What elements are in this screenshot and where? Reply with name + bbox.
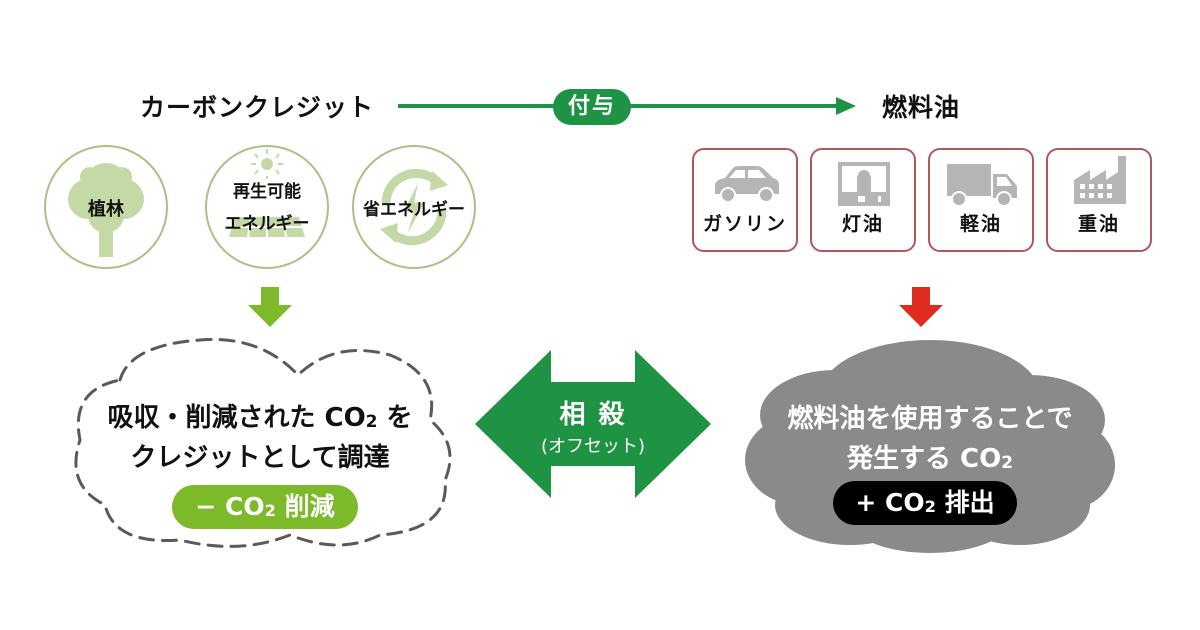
- text-part: 削減: [275, 492, 335, 521]
- text-part: + CO: [855, 488, 925, 517]
- cloud-text-line1: 吸収・削減された CO2 を: [60, 398, 460, 440]
- text-part: 吸収・削減された CO: [107, 403, 366, 433]
- cloud-text-line2: クレジットとして調達: [130, 443, 390, 473]
- credit-source-label: 植林: [88, 199, 124, 220]
- text-part: を: [377, 403, 413, 433]
- grant-badge: 付与: [553, 89, 631, 125]
- dashed-cloud-outline: [74, 337, 452, 548]
- solar-panel-icon: [229, 149, 305, 238]
- cloud-text-line1: 燃料油を使用することで: [787, 404, 1073, 434]
- fuel-oil-title: 燃料油: [882, 93, 961, 122]
- offset-double-arrow: 相 殺 (オフセット): [475, 350, 711, 498]
- truck-icon: [947, 164, 1017, 207]
- co2-reduction-badge: − CO2 削減: [172, 485, 358, 529]
- credit-source-renewable-energy: 再生可能 エネルギー: [205, 145, 329, 269]
- fuel-diesel: 軽油: [928, 148, 1034, 252]
- text-part: 発生する CO: [846, 444, 1002, 474]
- fuel-heavy-oil: 重油: [1046, 148, 1152, 252]
- cloud-text-line2: 発生する CO2: [740, 439, 1120, 481]
- credit-source-label: 省エネルギー: [363, 200, 465, 220]
- text-part: − CO: [195, 492, 265, 521]
- co2-emission-badge: + CO2 排出: [833, 481, 1017, 525]
- subscript: 2: [365, 410, 378, 431]
- grant-arrow-head-icon: [836, 97, 856, 115]
- credit-source-afforestation: 植林: [44, 145, 168, 269]
- credit-source-energy-saving: 省エネルギー: [352, 145, 476, 269]
- tree-icon: [68, 163, 144, 257]
- subscript: 2: [924, 496, 936, 516]
- emission-cloud: 燃料油を使用することで 発生する CO2 + CO2 排出: [740, 335, 1120, 555]
- factory-icon: [1074, 156, 1126, 204]
- subscript: 2: [1001, 451, 1013, 472]
- fuel-label: 重油: [1077, 213, 1120, 235]
- carbon-credit-title: カーボンクレジット: [140, 93, 375, 122]
- kerosene-heater-icon: [838, 162, 890, 206]
- offset-sublabel: (オフセット): [540, 436, 646, 457]
- credit-procurement-cloud: 吸収・削減された CO2 を クレジットとして調達 − CO2 削減: [60, 330, 460, 550]
- fuel-label: ガソリン: [702, 213, 787, 235]
- double-arrow-icon: [475, 350, 711, 498]
- car-icon: [715, 166, 779, 203]
- credit-source-label-line1: 再生可能: [233, 182, 301, 202]
- green-down-arrow-icon: [248, 287, 292, 327]
- red-down-arrow-icon: [899, 287, 943, 327]
- fuel-label: 灯油: [841, 213, 884, 235]
- fuel-gasoline: ガソリン: [692, 148, 798, 252]
- text-part: 排出: [935, 488, 995, 517]
- fuel-label: 軽油: [959, 213, 1002, 235]
- offset-label: 相 殺: [559, 400, 627, 430]
- fuel-kerosene: 灯油: [810, 148, 916, 252]
- subscript: 2: [264, 500, 276, 520]
- credit-source-label-line2: エネルギー: [224, 214, 310, 234]
- energy-cycle-icon: [380, 168, 448, 246]
